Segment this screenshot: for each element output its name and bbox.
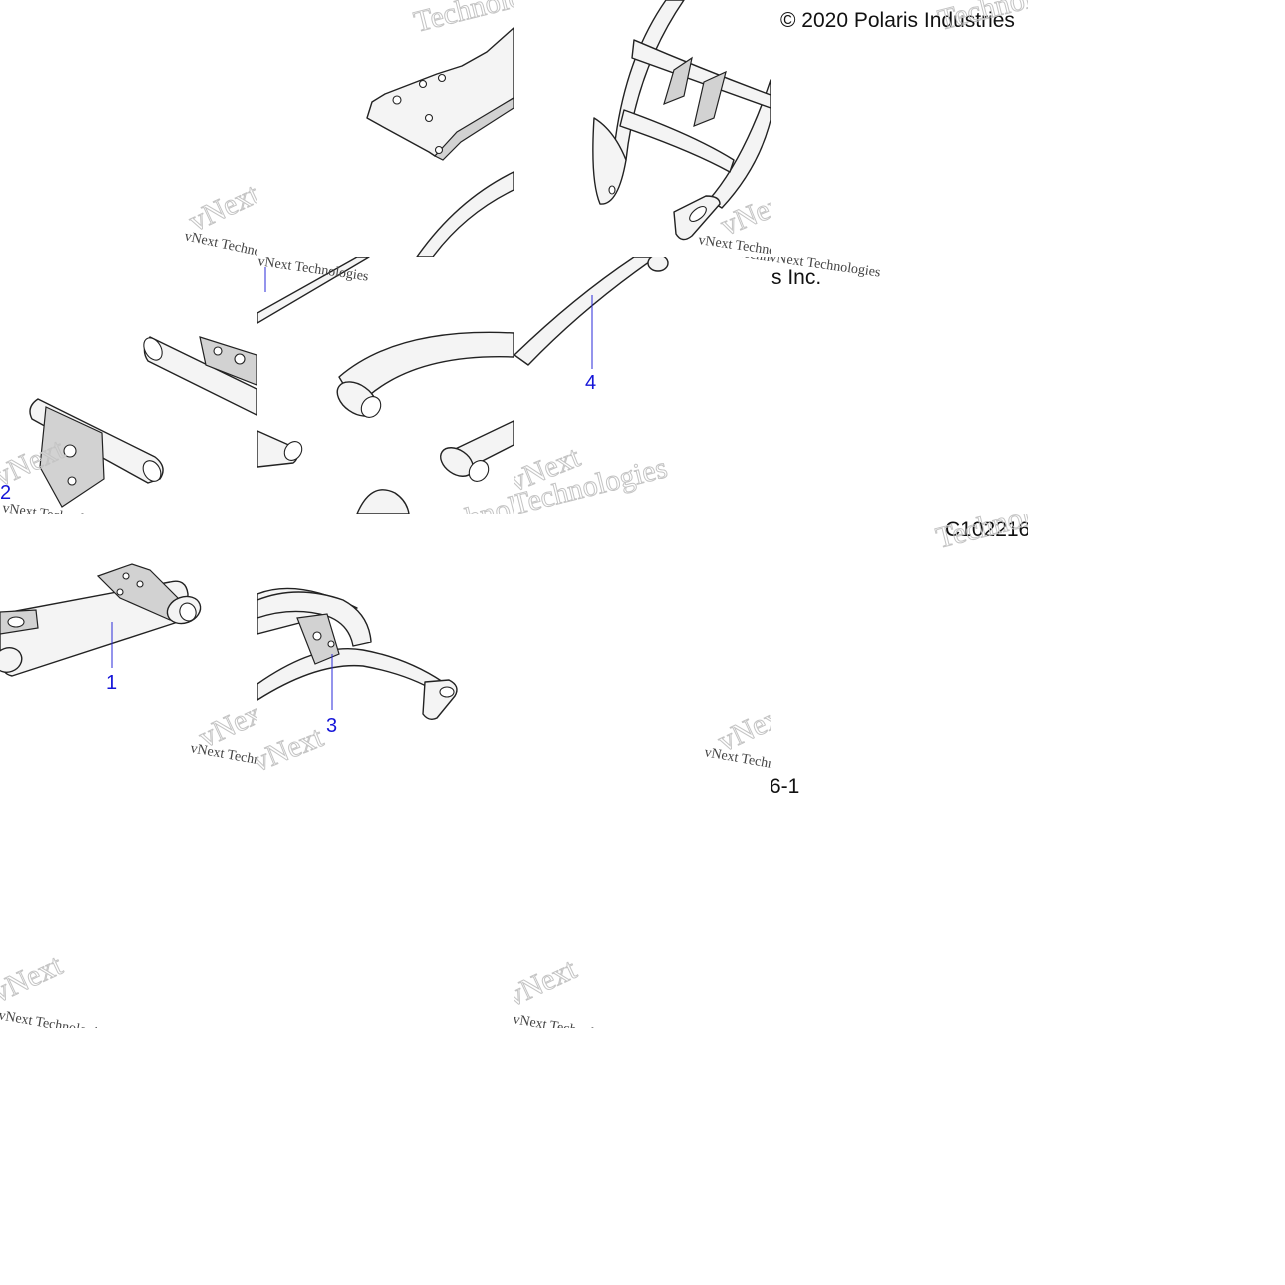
tile-r2-c0: 1 vNext Technologies vNext — [0, 514, 257, 771]
upper-a-arm-part — [592, 0, 771, 241]
tile-r2-c1: 3 vNext — [257, 514, 514, 771]
watermark-brand: vNext — [257, 720, 328, 771]
drawing-id-text: 6-1 — [771, 775, 799, 798]
watermark-brand: vNext — [713, 697, 771, 758]
copyright-text: s Inc. — [771, 266, 821, 289]
watermark-big: Technologies — [933, 514, 1028, 555]
tile-r1-c3: s Inc. vNext Technologies — [771, 257, 1028, 514]
watermark-brand: vNext — [184, 177, 257, 238]
tile-r1-c1: vNext Technologies Technologies — [257, 257, 514, 514]
copyright-text: © 2020 Polaris Industries — [780, 9, 1015, 32]
watermark-small: vNext Technologies — [183, 229, 257, 257]
tile-r4-c0 — [0, 1028, 257, 1285]
tile-r3-c2: vNext Technologies vNext — [514, 771, 771, 1028]
curved-tube-part — [514, 257, 657, 366]
lower-a-arm-rear-part — [0, 563, 202, 677]
tile-r0-c0: vNext Technologies vNext — [0, 0, 257, 257]
watermark-brand: vNext — [194, 693, 257, 754]
callout-3: 3 — [326, 715, 337, 737]
tile-r3-c3: 6-1 — [771, 771, 1028, 1028]
tube-part — [416, 171, 514, 257]
tile-r2-c2: vNext Technologies vNext — [514, 514, 771, 771]
callout-4: 4 — [585, 372, 596, 394]
tube-end-part — [647, 257, 669, 272]
tile-r3-c0: vNext Technologies vNext — [0, 771, 257, 1028]
tile-r4-c3 — [771, 1028, 1028, 1285]
lower-a-arm-part — [29, 336, 257, 508]
tube-part — [257, 257, 370, 324]
watermark-brand: vNext — [514, 952, 582, 1013]
tile-r4-c2 — [514, 1028, 771, 1285]
tile-r1-c2: 4 vNext Technologies vNext Technologies — [514, 257, 771, 514]
trailing-arm-rear-part — [257, 587, 458, 721]
watermark-small: vNext Technologies — [0, 1008, 110, 1028]
watermark-brand: vNext — [0, 948, 68, 1009]
rear-bracket-part — [366, 27, 514, 161]
watermark-small: vNext Technologies — [1, 501, 114, 514]
watermark-small: vNext Technologies — [514, 1012, 624, 1028]
tile-r4-c4 — [1028, 1028, 1285, 1285]
trailing-arm-part — [257, 331, 514, 514]
callout-2: 2 — [0, 482, 11, 504]
watermark-big: Technologies — [411, 0, 514, 39]
tile-r4-c1 — [257, 1028, 514, 1285]
watermark-small: vNext Technologies — [698, 257, 771, 271]
tile-r0-c3: © 2020 Polaris Industries Technologies — [771, 0, 1028, 257]
drawing-id-text: C102216 — [945, 518, 1028, 541]
tile-r1-c0: 2 vNext Technologies vNext — [0, 257, 257, 514]
tile-r2-c3: C102216 Technologies — [771, 514, 1028, 771]
callout-1: 1 — [106, 672, 117, 694]
tile-r0-c2: vNext Technologies vNext — [514, 0, 771, 257]
watermark-big: Technologies — [421, 475, 514, 514]
tile-r3-c1 — [257, 771, 514, 1028]
tile-r0-c1: Technologies — [257, 0, 514, 257]
